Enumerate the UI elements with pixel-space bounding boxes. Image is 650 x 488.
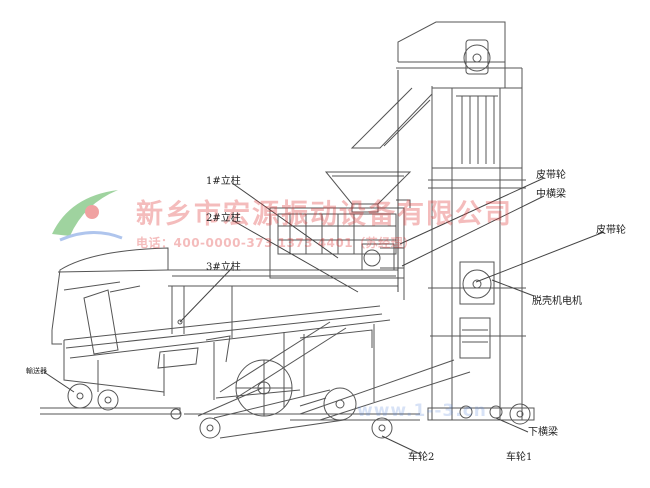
wheel1-drawing [509, 403, 531, 425]
left-pulley [67, 383, 93, 409]
label-huller-motor: 脱壳机电机 [532, 296, 582, 307]
label-pillar-1: 1#立柱 [206, 176, 241, 187]
label-wheel-2: 车轮2 [408, 452, 435, 463]
label-pillar-2: 2#立柱 [206, 213, 241, 224]
label-wheel-1: 车轮1 [506, 452, 533, 463]
watermark-logo [52, 190, 123, 242]
elevator-lower-pulley [462, 269, 492, 299]
bucket-elevator [350, 21, 535, 425]
leader-lines [43, 70, 605, 455]
label-left-part: 輸送器 [26, 367, 47, 375]
label-belt-pulley-top: 皮带轮 [536, 170, 566, 181]
wheel2-drawing [199, 417, 221, 439]
label-middle-beam: 中横梁 [536, 189, 566, 200]
label-pillar-3: 3#立柱 [206, 262, 241, 273]
huller-box [269, 199, 411, 300]
watermark-phone: 电话：400-0000-373 1373 4401（苏经理） [136, 236, 416, 250]
screen-separator [51, 247, 399, 417]
label-belt-pulley-right: 皮带轮 [596, 225, 626, 236]
top-pulley [463, 44, 491, 72]
watermark-site: www.1--3.cn [357, 401, 487, 421]
watermark-company-name: 新乡市宏源振动设备有限公司 [136, 199, 513, 230]
label-lower-beam: 下横梁 [528, 427, 558, 438]
drive-and-wheels [40, 359, 471, 439]
